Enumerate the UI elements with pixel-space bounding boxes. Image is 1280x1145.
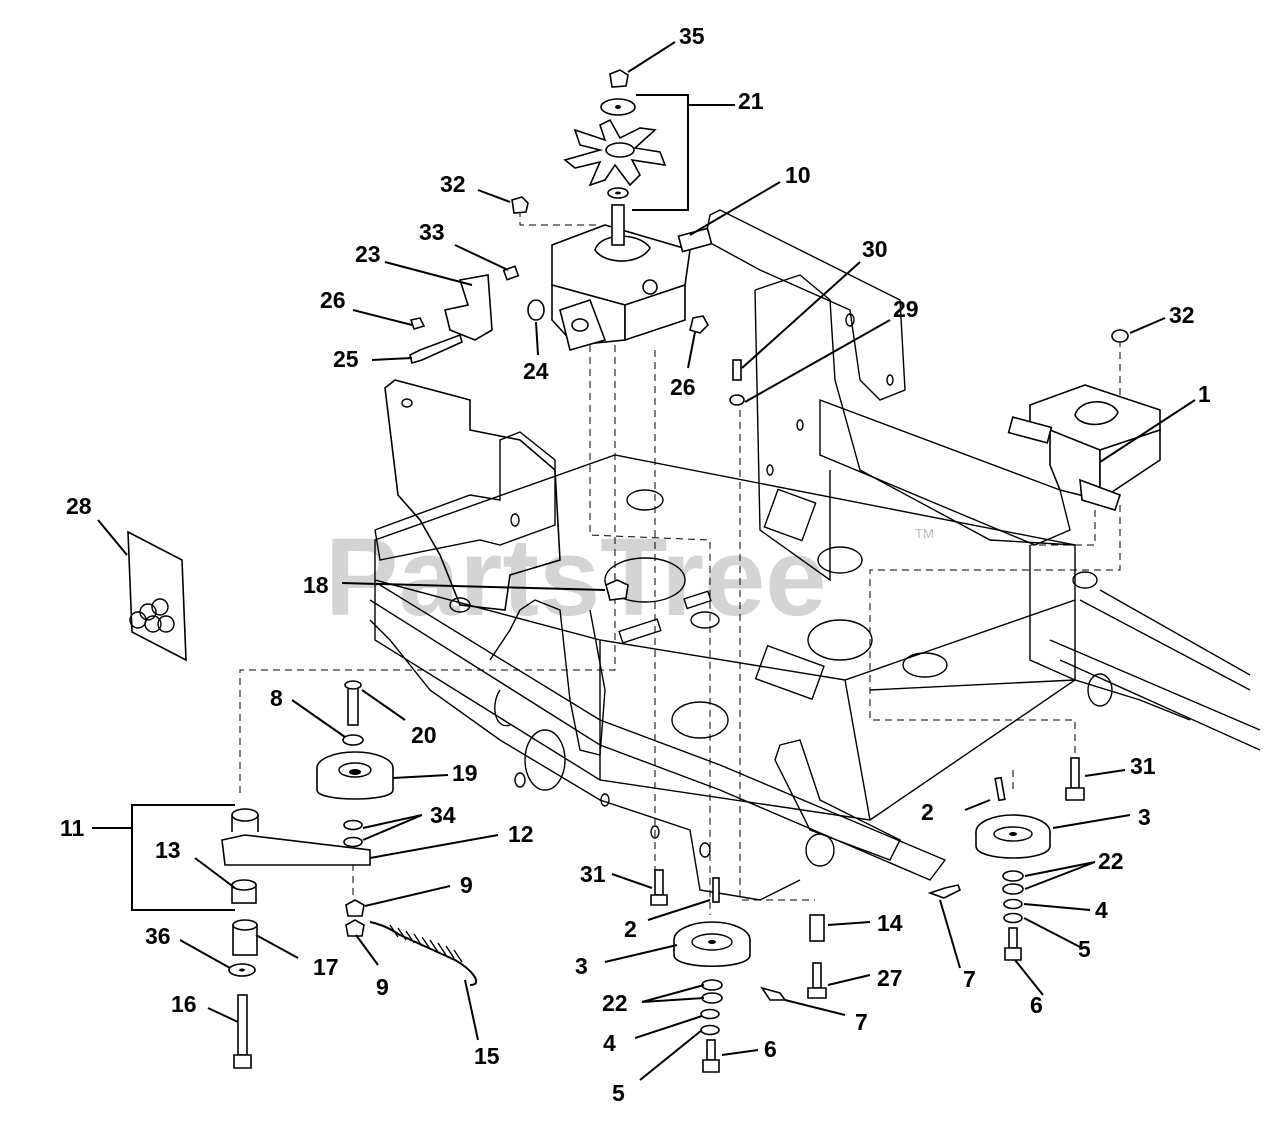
callout-26: 26 [670,374,696,400]
upper-left-hardware [409,196,1129,601]
main-frame [369,209,1261,901]
callout-7: 7 [963,966,976,992]
callout-14: 14 [877,910,903,936]
callout-20: 20 [411,722,437,748]
callout-18: 18 [303,572,329,598]
callout-31: 31 [1130,753,1156,779]
callout-24: 24 [523,358,549,384]
callout-29: 29 [893,296,919,322]
callout-32: 32 [1169,302,1195,328]
assembly-guides [239,210,1121,915]
callout-19: 19 [452,760,478,786]
callout-9: 9 [376,974,389,1000]
callout-16: 16 [171,991,197,1017]
callout-23: 23 [355,241,381,267]
callout-32: 32 [440,171,466,197]
callout-28: 28 [66,493,92,519]
callout-4: 4 [603,1030,616,1056]
callout-8: 8 [270,685,283,711]
callout-2: 2 [921,799,934,825]
callout-34: 34 [430,802,456,828]
watermark: PartsTree TM [325,516,934,639]
callout-6: 6 [764,1036,777,1062]
callout-1: 1 [1198,381,1211,407]
callout-3: 3 [575,953,588,979]
callout-27: 27 [877,965,903,991]
callout-22: 22 [1098,848,1124,874]
leader-lines [92,41,1196,1081]
transaxle-right [1007,384,1161,511]
callout-2: 2 [624,916,637,942]
callout-26: 26 [320,287,346,313]
watermark-text: PartsTree [325,516,826,639]
callout-12: 12 [508,821,534,847]
callout-25: 25 [333,346,359,372]
callout-21: 21 [738,88,764,114]
callout-9: 9 [460,872,473,898]
callout-30: 30 [862,236,888,262]
callouts: 35 21 10 32 33 23 26 25 24 26 30 29 32 1… [60,23,1211,1106]
idler-assembly [221,680,478,1069]
callout-36: 36 [145,923,171,949]
callout-10: 10 [785,162,811,188]
callout-11: 11 [60,815,85,841]
transaxle-left [551,204,713,351]
callout-5: 5 [612,1080,625,1106]
bracket-21 [632,94,689,211]
callout-3: 3 [1138,804,1151,830]
callout-31: 31 [580,861,606,887]
callout-5: 5 [1078,936,1091,962]
frame-holes [401,313,1113,867]
fan-assembly [563,69,667,199]
callout-17: 17 [313,954,339,980]
callout-22: 22 [602,990,628,1016]
callout-33: 33 [419,219,445,245]
callout-13: 13 [155,837,181,863]
callout-4: 4 [1095,897,1108,923]
watermark-tm: TM [915,526,934,541]
pulley-hardware-center [650,869,827,1073]
callout-15: 15 [474,1043,500,1069]
pulley-hardware-right [927,757,1085,961]
decal-sheet [127,530,187,662]
callout-6: 6 [1030,992,1043,1018]
callout-7: 7 [855,1009,868,1035]
callout-35: 35 [679,23,705,49]
